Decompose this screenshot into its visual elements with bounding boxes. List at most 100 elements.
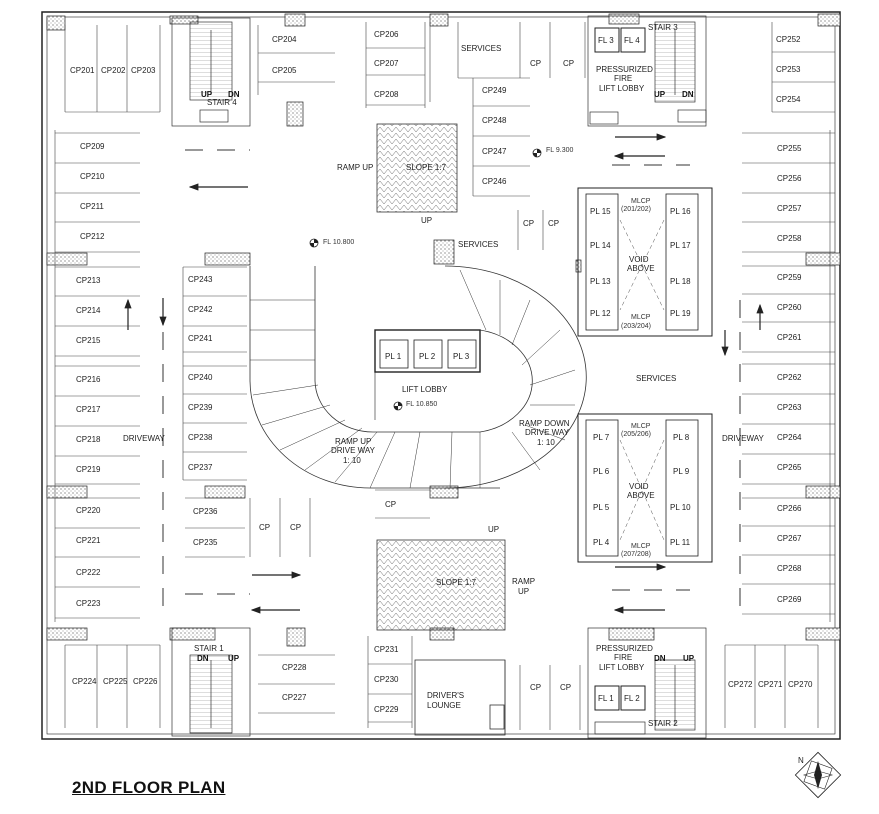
parking-label: CP268: [777, 564, 802, 573]
cp-label: CP: [530, 59, 541, 68]
slope-label: SLOPE 1:7: [406, 163, 447, 172]
parking-label: CP267: [777, 534, 802, 543]
lift-label: PL 15: [590, 207, 611, 216]
stair-dn-label: DN: [654, 654, 666, 663]
parking-label: CP264: [777, 433, 802, 442]
fire-lift-label: FL 1: [598, 694, 614, 703]
level-label: FL 9.300: [546, 147, 573, 154]
lift-label: PL 7: [593, 433, 610, 442]
parking-label: CP238: [188, 433, 213, 442]
lift-label: PL 9: [673, 467, 690, 476]
stair-label: STAIR 2: [648, 719, 678, 728]
up-label: UP: [421, 216, 432, 225]
mlcp-label: MLCP: [631, 198, 651, 205]
parking-label: CP206: [374, 30, 399, 39]
straight-ramps: [376, 123, 506, 631]
level-label: FL 10.800: [323, 239, 354, 246]
parking-label: CP242: [188, 305, 213, 314]
fire-lift-label: FL 4: [624, 36, 640, 45]
parking-label: CP253: [776, 65, 801, 74]
fire-lift-label: FL 3: [598, 36, 614, 45]
parking-label: CP217: [76, 405, 101, 414]
mlcp-label: (205/206): [621, 431, 651, 438]
level-label: FL 10.850: [406, 401, 437, 408]
stair-label: STAIR 1: [194, 644, 224, 653]
parking-label: CP248: [482, 116, 507, 125]
parking-label: CP259: [777, 273, 802, 282]
mlcp-label: (203/204): [621, 323, 651, 330]
pressurized-label: LIFT LOBBY: [599, 84, 645, 93]
parking-label: CP210: [80, 172, 105, 181]
parking-label: CP208: [374, 90, 399, 99]
ramp-label: UP: [518, 587, 529, 596]
cp-label: CP: [385, 500, 396, 509]
parking-label: CP235: [193, 538, 218, 547]
central-lift-core: [374, 329, 481, 420]
drivers-lounge-label: DRIVER'S: [427, 691, 464, 700]
ramp-label: 1: 10: [537, 438, 555, 447]
cp-label: CP: [530, 683, 541, 692]
parking-label: CP222: [76, 568, 101, 577]
stair-label: STAIR 3: [648, 23, 678, 32]
lift-label: PL 17: [670, 241, 691, 250]
pressurized-label: PRESSURIZED: [596, 65, 653, 74]
drawing-title: 2ND FLOOR PLAN: [72, 778, 226, 797]
parking-label: CP209: [80, 142, 105, 151]
parking-label: CP228: [282, 663, 307, 672]
parking-label: CP252: [776, 35, 801, 44]
drivers-lounge-label: LOUNGE: [427, 701, 461, 710]
driveway-centerlines: [162, 149, 741, 620]
parking-label: CP236: [193, 507, 218, 516]
mlcp-label: MLCP: [631, 543, 651, 550]
parking-label: CP207: [374, 59, 399, 68]
stair-cores: [171, 15, 707, 739]
parking-label: CP226: [133, 677, 158, 686]
parking-label: CP213: [76, 276, 101, 285]
stair-dn-label: DN: [682, 90, 694, 99]
parking-label: CP225: [103, 677, 128, 686]
mlcp-blocks: [577, 187, 713, 563]
parking-label: CP246: [482, 177, 507, 186]
mlcp-label: (207/208): [621, 551, 651, 558]
level-markers: [309, 148, 542, 411]
parking-label: CP243: [188, 275, 213, 284]
ramp-label: 1: 10: [343, 456, 361, 465]
lift-label: PL 1: [385, 352, 402, 361]
cp-label: CP: [563, 59, 574, 68]
parking-label: CP255: [777, 144, 802, 153]
parking-label: CP221: [76, 536, 101, 545]
parking-label: CP201: [70, 66, 95, 75]
void-label: ABOVE: [627, 264, 655, 273]
lift-label: PL 4: [593, 538, 610, 547]
parking-label: CP266: [777, 504, 802, 513]
stair-dn-label: DN: [228, 90, 240, 99]
parking-label: CP215: [76, 336, 101, 345]
parking-label: CP239: [188, 403, 213, 412]
lift-label: PL 16: [670, 207, 691, 216]
cp-label: CP: [259, 523, 270, 532]
lift-label: PL 2: [419, 352, 436, 361]
cp-label: CP: [560, 683, 571, 692]
lift-label: PL 10: [670, 503, 691, 512]
parking-label: CP212: [80, 232, 105, 241]
parking-label: CP260: [777, 303, 802, 312]
lift-label: PL 6: [593, 467, 610, 476]
cp-label: CP: [523, 219, 534, 228]
lift-label: PL 13: [590, 277, 611, 286]
stair-up-label: UP: [683, 654, 695, 663]
ramp-label: DRIVE WAY: [331, 446, 376, 455]
parking-label: CP216: [76, 375, 101, 384]
north-label: N: [798, 756, 804, 765]
fire-lift-label: FL 2: [624, 694, 640, 703]
parking-label: CP204: [272, 35, 297, 44]
parking-label: CP205: [272, 66, 297, 75]
parking-label: CP257: [777, 204, 802, 213]
ramp-label: DRIVE WAY: [525, 428, 570, 437]
mlcp-label: MLCP: [631, 314, 651, 321]
parking-label: CP265: [777, 463, 802, 472]
parking-label: CP269: [777, 595, 802, 604]
ramp-up-label: RAMP UP: [337, 163, 373, 172]
lift-label: PL 18: [670, 277, 691, 286]
lift-label: PL 12: [590, 309, 611, 318]
parking-label: CP227: [282, 693, 307, 702]
